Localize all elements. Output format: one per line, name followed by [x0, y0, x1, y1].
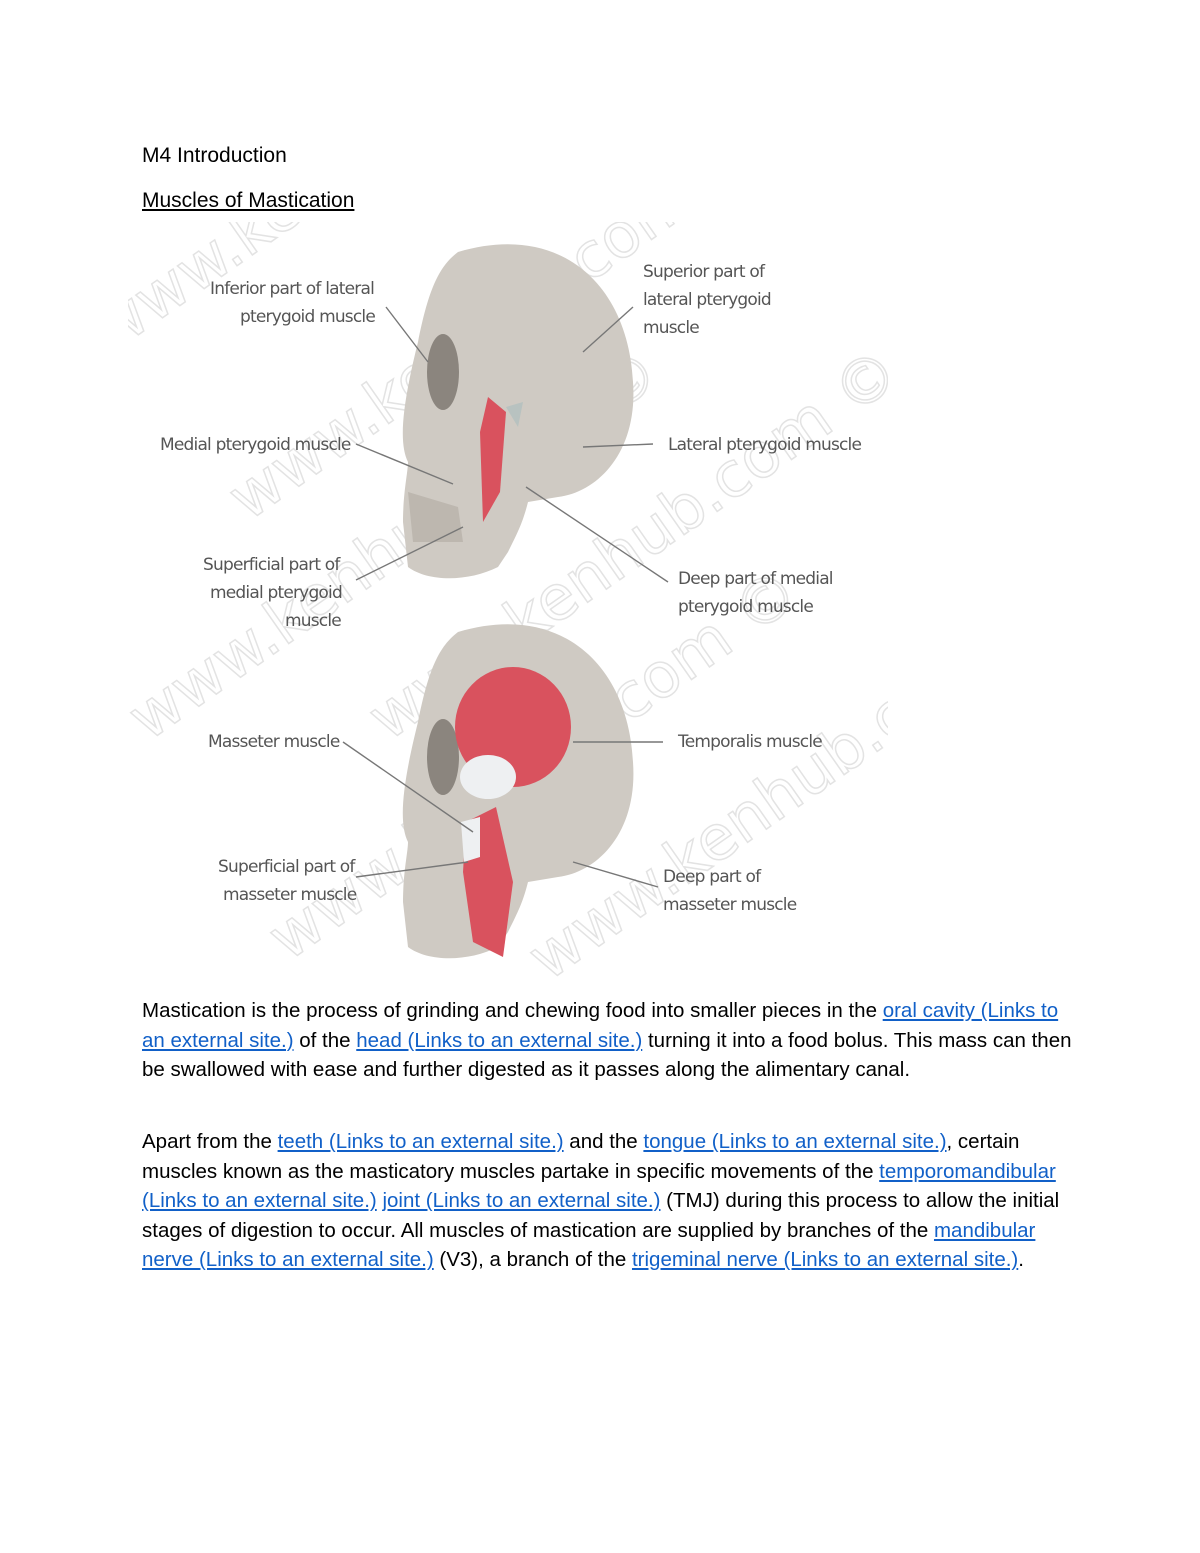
bottom-skull-illustration [402, 624, 634, 959]
svg-text:muscle: muscle [643, 318, 699, 338]
svg-text:muscle: muscle [285, 611, 341, 631]
link-temporomandibular[interactable]: temporomandibular (Links to an external … [142, 1159, 1056, 1213]
label-deep-masseter: Deep part of [663, 867, 762, 887]
top-skull-illustration [402, 244, 634, 579]
label-deep-medial-pterygoid: Deep part of medial [678, 569, 833, 589]
link-trigeminal-nerve[interactable]: trigeminal nerve (Links to an external s… [631, 1248, 1019, 1271]
link-joint[interactable]: joint (Links to an external site.) [382, 1189, 661, 1212]
label-temporalis: Temporalis muscle [677, 732, 822, 752]
svg-text:pterygoid muscle: pterygoid muscle [678, 597, 813, 617]
svg-text:medial pterygoid: medial pterygoid [210, 583, 342, 603]
link-teeth[interactable]: teeth (Links to an external site.) [277, 1130, 564, 1153]
label-superficial-masseter: Superficial part of [218, 857, 356, 877]
link-mandibular-nerve[interactable]: mandibular nerve (Links to an external s… [142, 1218, 1036, 1272]
link-oral-cavity[interactable]: oral cavity (Links to an external site.) [142, 999, 1059, 1052]
svg-text:masseter muscle: masseter muscle [663, 895, 797, 915]
link-tongue[interactable]: tongue (Links to an external site.) [643, 1130, 947, 1153]
link-head[interactable]: head (Links to an external site.) [356, 1028, 643, 1052]
label-superior-lateral-pterygoid: Superior part of [643, 262, 766, 282]
svg-text:lateral pterygoid: lateral pterygoid [643, 290, 771, 310]
label-lateral-pterygoid: Lateral pterygoid muscle [668, 435, 861, 455]
document-title: M4 Introduction [142, 144, 287, 167]
svg-text:pterygoid muscle: pterygoid muscle [240, 307, 375, 327]
paragraph-mastication-definition: Mastication is the process of grinding a… [142, 999, 1072, 1081]
paragraph-masticatory-muscles: Apart from the teeth (Links to an extern… [142, 1130, 1060, 1272]
muscles-of-mastication-figure: www.kenhub.com © www.kenhub.com © www.ke… [128, 222, 888, 978]
svg-text:masseter muscle: masseter muscle [223, 885, 357, 905]
label-masseter: Masseter muscle [208, 732, 340, 752]
section-heading: Muscles of Mastication [142, 189, 355, 212]
label-superficial-medial-pterygoid: Superficial part of [203, 555, 341, 575]
label-inferior-lateral-pterygoid: Inferior part of lateral [210, 279, 374, 299]
label-medial-pterygoid: Medial pterygoid muscle [160, 435, 351, 455]
